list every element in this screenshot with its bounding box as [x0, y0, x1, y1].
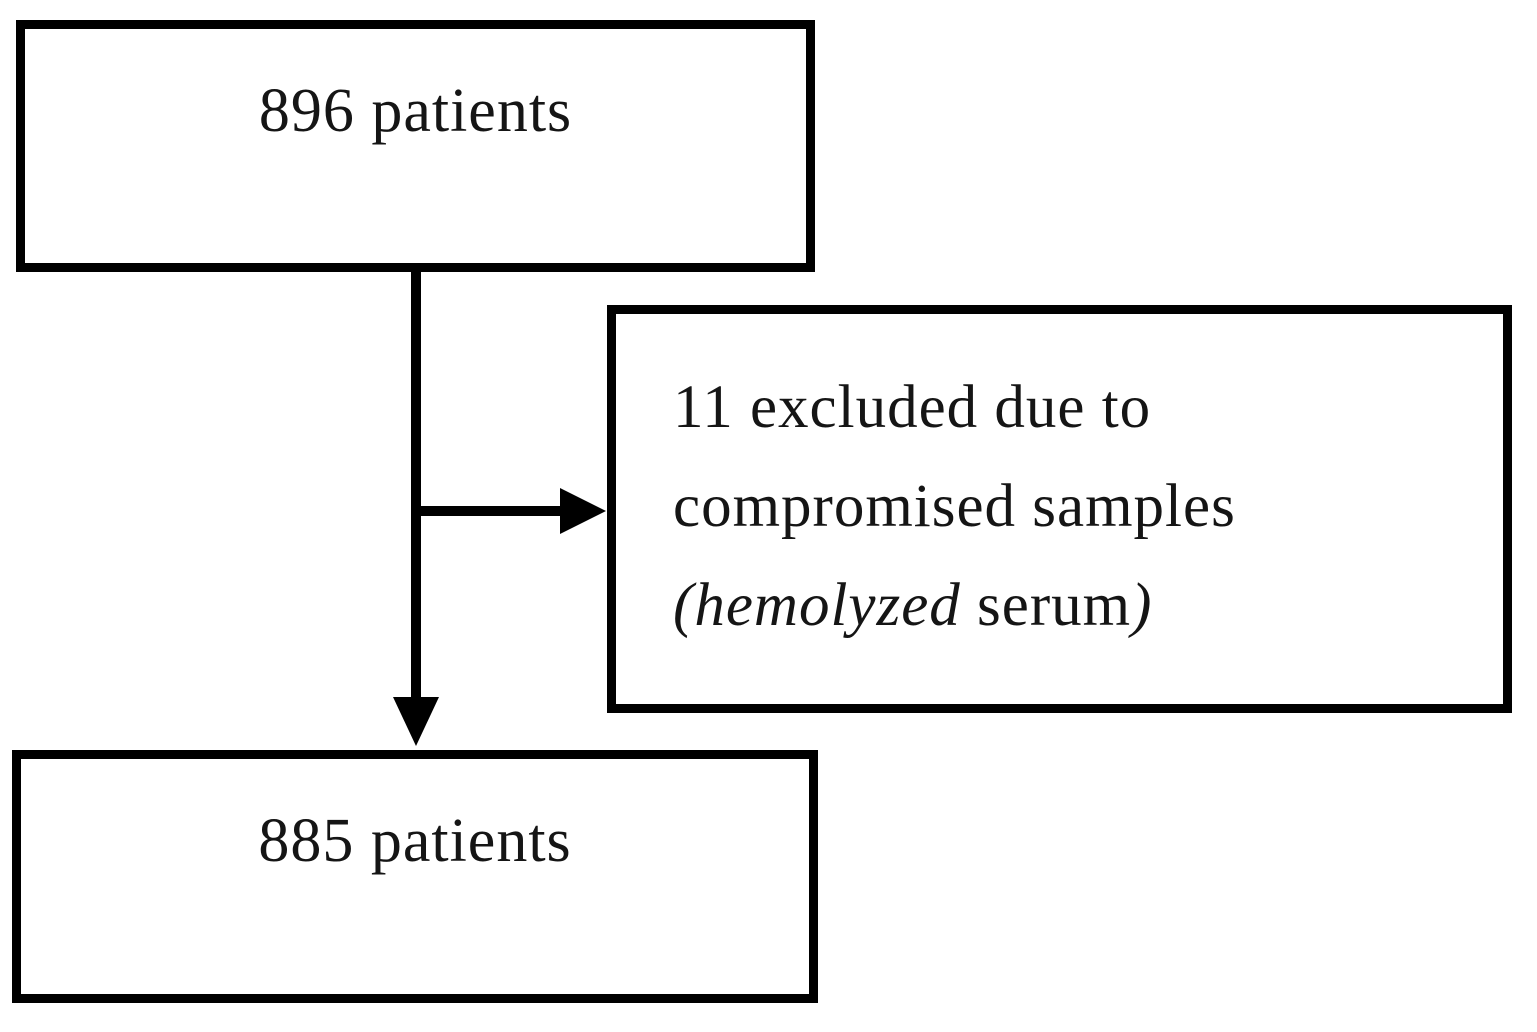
connector-down-line [411, 272, 421, 700]
down-arrowhead-icon [393, 697, 439, 746]
node-initial-patients: 896 patients [16, 20, 815, 272]
right-arrowhead-icon [560, 488, 606, 534]
excluded-line-3-roman: serum [960, 572, 1132, 639]
excluded-line-3: (hemolyzed serum) [673, 556, 1483, 655]
node-initial-label: 896 patients [258, 77, 573, 145]
node-final-label: 885 patients [258, 807, 572, 875]
connector-branch-line [411, 506, 563, 516]
excluded-line-2: compromised samples [673, 473, 1236, 540]
node-final-patients: 885 patients [12, 750, 818, 1003]
node-excluded-samples: 11 excluded due to compromised samples (… [607, 305, 1512, 713]
excluded-line-1: 11 excluded due to [673, 374, 1152, 441]
excluded-line-3-italic-open: (hemolyzed [673, 572, 961, 639]
excluded-line-3-italic-close: ) [1131, 572, 1153, 639]
